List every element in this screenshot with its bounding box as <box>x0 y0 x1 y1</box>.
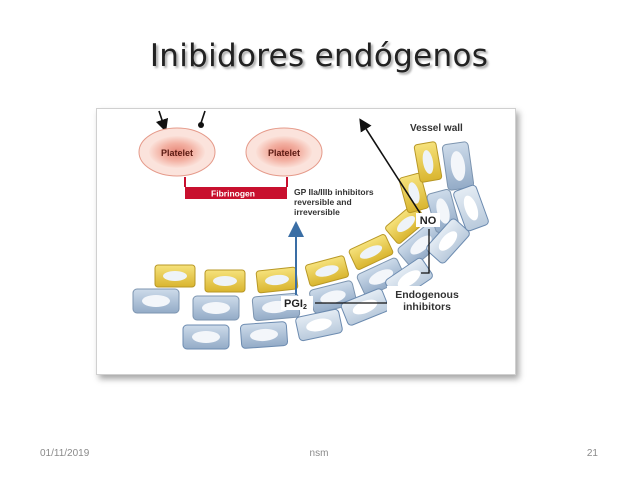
inhibitor-dot <box>198 122 204 128</box>
endogenous-label-line2: inhibitors <box>403 301 451 313</box>
platelet-right-label: Platelet <box>268 148 300 158</box>
no-connector <box>421 229 430 274</box>
footer-date: 01/11/2019 <box>40 448 90 459</box>
footer-page-number: 21 <box>586 448 598 459</box>
vessel-wall-label: Vessel wall <box>410 123 463 134</box>
diagram-figure: Platelet Platelet Fibrinogen GP IIa/IIIb… <box>96 108 516 375</box>
platelet-left-label: Platelet <box>161 148 193 158</box>
svg-text:reversible and: reversible and <box>294 197 352 207</box>
slide-title: Inibidores endógenos <box>149 38 489 74</box>
endogenous-inhibitors-diagram: Platelet Platelet Fibrinogen GP IIa/IIIb… <box>132 110 489 350</box>
gp-inhibitors-text: GP IIa/IIIb inhibitors reversible and ir… <box>294 187 374 217</box>
inhibitor-line <box>200 110 206 124</box>
svg-text:GP IIa/IIIb inhibitors: GP IIa/IIIb inhibitors <box>294 187 374 197</box>
input-arrow <box>155 110 169 133</box>
footer-author: nsm <box>309 448 329 459</box>
pgi2-label-bg <box>281 296 313 310</box>
no-label: NO <box>420 215 437 227</box>
no-label-bg <box>416 213 440 227</box>
endogenous-label-bg <box>387 286 467 314</box>
yellow-cell-row <box>154 141 443 294</box>
no-arrow <box>359 118 421 214</box>
pgi2-label: PGI2 <box>284 298 307 311</box>
fibrinogen-bar: Fibrinogen <box>184 177 288 199</box>
fibrinogen-label: Fibrinogen <box>211 189 255 199</box>
platelet-left: Platelet <box>138 127 216 177</box>
svg-text:irreversible: irreversible <box>294 207 340 217</box>
platelet-right: Platelet <box>245 127 323 177</box>
endogenous-label-line1: Endogenous <box>395 289 459 301</box>
